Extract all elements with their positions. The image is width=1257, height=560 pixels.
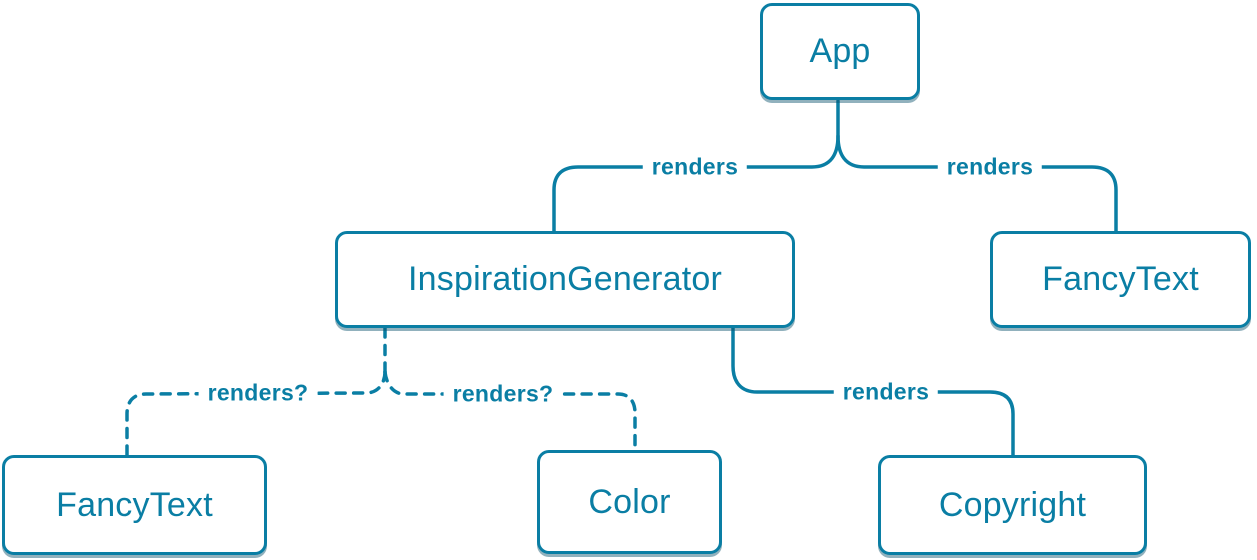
edge-inspiration-generator-to-color-line — [383, 370, 637, 452]
node-inspiration-generator: InspirationGenerator — [335, 231, 795, 328]
edge-label-renders-question-left: renders? — [198, 377, 318, 409]
node-color: Color — [537, 450, 722, 554]
node-fancy-text-bottom: FancyText — [2, 455, 267, 555]
edge-inspiration-generator-to-fancy-text-line — [125, 370, 387, 457]
node-fancy-text-top: FancyText — [990, 231, 1251, 328]
edge-label-renders-question-right: renders? — [443, 378, 563, 410]
node-copyright: Copyright — [878, 455, 1147, 555]
edge-app-to-fancy-text-line — [836, 134, 1118, 233]
edge-label-renders-right: renders — [937, 151, 1043, 183]
node-app: App — [760, 3, 920, 100]
edge-label-renders-bottom: renders — [833, 376, 939, 408]
edge-label-renders-left: renders — [642, 151, 748, 183]
